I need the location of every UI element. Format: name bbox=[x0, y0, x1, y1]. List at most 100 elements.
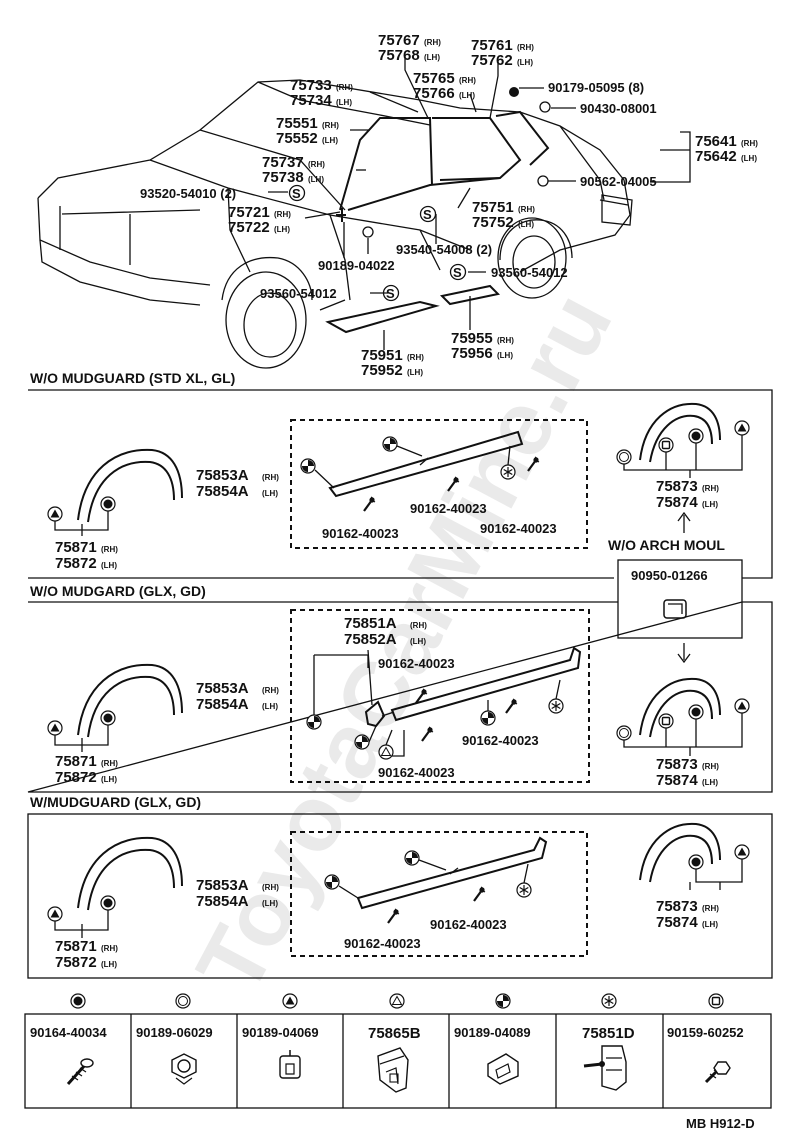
part-label: 90189-06029 bbox=[136, 1025, 213, 1040]
part-label: 75874 bbox=[656, 494, 698, 511]
arch-box-title: W/O ARCH MOUL bbox=[608, 537, 725, 553]
part-label: 75851D bbox=[582, 1025, 635, 1042]
part-label: 90189-04069 bbox=[242, 1025, 319, 1040]
part-label: 75874 bbox=[656, 914, 698, 931]
part-label: (LH) bbox=[407, 368, 423, 377]
part-label: 75761 bbox=[471, 37, 513, 54]
arch-moul-box: 90950-01266 bbox=[617, 559, 743, 664]
part-label: (LH) bbox=[410, 637, 426, 646]
part-label: 75552 bbox=[276, 130, 318, 147]
part-label: 90189-04089 bbox=[454, 1025, 531, 1040]
part-label: (RH) bbox=[336, 83, 353, 92]
part-label: 90162-40023 bbox=[322, 526, 399, 541]
part-label: 90562-04005 bbox=[580, 174, 657, 189]
part-label: (LH) bbox=[101, 775, 117, 784]
part-label: 75854A bbox=[196, 696, 249, 713]
top-part-labels: 75767(RH) 75768(LH) 75761(RH) 75762(LH) … bbox=[140, 32, 758, 379]
part-label: 90162-40023 bbox=[378, 765, 455, 780]
part-label: 75872 bbox=[55, 555, 97, 572]
part-label: S bbox=[453, 265, 462, 280]
section-title-std: W/O MUDGUARD (STD XL, GL) bbox=[30, 370, 235, 386]
section-glx-wo-mudguard: 75871 (RH) 75872 (LH) 75853A (RH) 75854A (LH… bbox=[27, 601, 773, 793]
s-clip-symbol: S S S S bbox=[288, 184, 467, 302]
part-label: 75865B bbox=[368, 1025, 421, 1042]
part-label: 90162-40023 bbox=[410, 501, 487, 516]
part-label: 75854A bbox=[196, 893, 249, 910]
part-label: (LH) bbox=[262, 489, 278, 498]
section-title-glx-w: W/MUDGUARD (GLX, GD) bbox=[30, 794, 201, 810]
part-label: 93540-54008 (2) bbox=[396, 242, 492, 257]
part-label: 75641 bbox=[695, 133, 737, 150]
part-label: (RH) bbox=[101, 545, 118, 554]
section-glx-w-mudguard: 75871(RH) 75872(LH) 75853A(RH) 75854A(LH… bbox=[27, 813, 773, 979]
part-label: 90162-40023 bbox=[430, 917, 507, 932]
part-label: 90162-40023 bbox=[480, 521, 557, 536]
part-label: 75722 bbox=[228, 219, 270, 236]
part-label: 75853A bbox=[196, 680, 249, 697]
part-label: 75952 bbox=[361, 362, 403, 379]
part-label: (RH) bbox=[517, 43, 534, 52]
part-label: 75853A bbox=[196, 467, 249, 484]
part-label: (LH) bbox=[322, 136, 338, 145]
part-label: (RH) bbox=[322, 121, 339, 130]
part-label: 75738 bbox=[262, 169, 304, 186]
section-title-glx-wo: W/O MUDGARD (GLX, GD) bbox=[30, 583, 206, 599]
part-label: 93560-54012 bbox=[491, 265, 568, 280]
part-label: (RH) bbox=[741, 139, 758, 148]
part-label: (RH) bbox=[308, 160, 325, 169]
part-label: 75852A bbox=[344, 631, 397, 648]
part-label: (LH) bbox=[497, 351, 513, 360]
part-label: (LH) bbox=[702, 500, 718, 509]
part-label: (LH) bbox=[262, 702, 278, 711]
part-label: 75737 bbox=[262, 154, 304, 171]
part-label: (LH) bbox=[702, 778, 718, 787]
part-label: 90179-05095 (8) bbox=[548, 80, 644, 95]
part-label: 75851A bbox=[344, 615, 397, 632]
part-label: (RH) bbox=[518, 205, 535, 214]
part-label: (RH) bbox=[424, 38, 441, 47]
part-label: 75874 bbox=[656, 772, 698, 789]
part-label: (LH) bbox=[517, 58, 533, 67]
part-label: 75734 bbox=[290, 92, 332, 109]
leader-lines-top bbox=[268, 58, 691, 350]
part-label: 75873 bbox=[656, 478, 698, 495]
part-label: 93560-54012 bbox=[260, 286, 337, 301]
part-label: (LH) bbox=[262, 899, 278, 908]
part-label: (RH) bbox=[702, 762, 719, 771]
part-label: (LH) bbox=[518, 220, 534, 229]
part-label: (RH) bbox=[702, 484, 719, 493]
part-label: (RH) bbox=[262, 686, 279, 695]
part-label: (LH) bbox=[308, 175, 324, 184]
part-label: (RH) bbox=[101, 759, 118, 768]
part-label: (RH) bbox=[101, 944, 118, 953]
part-label: 75871 bbox=[55, 539, 97, 556]
part-label: 75854A bbox=[196, 483, 249, 500]
part-label: 93520-54010 (2) bbox=[140, 186, 236, 201]
part-label: 75871 bbox=[55, 753, 97, 770]
part-label: S bbox=[423, 207, 432, 222]
part-label: 75768 bbox=[378, 47, 420, 64]
part-label: 75871 bbox=[55, 938, 97, 955]
part-label: (LH) bbox=[741, 154, 757, 163]
part-label: 75956 bbox=[451, 345, 493, 362]
footer-code: MB H912-D bbox=[686, 1116, 755, 1131]
part-label: 75751 bbox=[472, 199, 514, 216]
part-label: (RH) bbox=[702, 904, 719, 913]
part-label: 90162-40023 bbox=[344, 936, 421, 951]
part-label: 75642 bbox=[695, 148, 737, 165]
part-label: 75872 bbox=[55, 769, 97, 786]
part-label: 90189-04022 bbox=[318, 258, 395, 273]
part-label: 75951 bbox=[361, 347, 403, 364]
part-label: (RH) bbox=[407, 353, 424, 362]
part-label: 75873 bbox=[656, 898, 698, 915]
part-label: (LH) bbox=[336, 98, 352, 107]
part-label: 75765 bbox=[413, 70, 455, 87]
part-label: (LH) bbox=[101, 561, 117, 570]
part-label: 90159-60252 bbox=[667, 1025, 744, 1040]
part-label: (RH) bbox=[262, 473, 279, 482]
part-label: (LH) bbox=[101, 960, 117, 969]
part-label: (LH) bbox=[424, 53, 440, 62]
part-label: 75955 bbox=[451, 330, 493, 347]
part-label: 75872 bbox=[55, 954, 97, 971]
